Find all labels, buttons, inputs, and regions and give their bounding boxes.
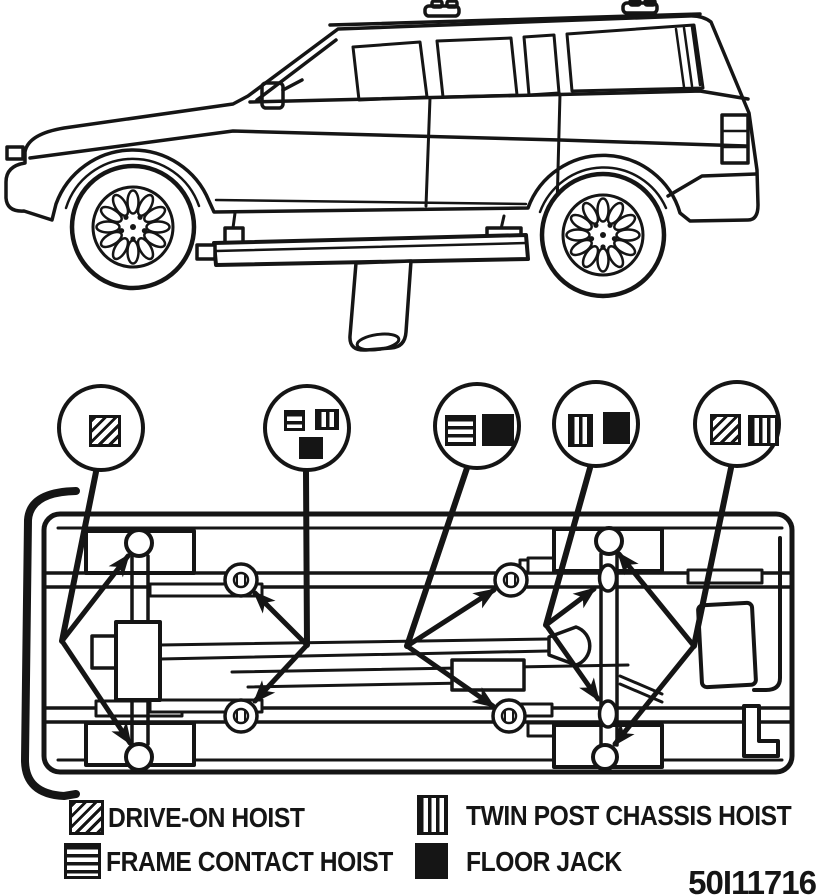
drive-on-hoist-symbol <box>710 414 741 445</box>
callout-mid-frame-points <box>433 382 521 470</box>
frame-contact-hoist-symbol <box>64 843 101 879</box>
lift-point-mid-frame-top <box>493 562 529 598</box>
lift-point-front-frame-top <box>223 562 259 598</box>
quarter-window <box>565 23 705 93</box>
callout-arrow <box>59 553 131 644</box>
frame-contact-hoist-symbol <box>284 410 305 431</box>
legend-label-frame-contact-hoist: FRAME CONTACT HOIST <box>106 846 393 877</box>
rear-door-window <box>435 36 519 99</box>
callout-arrow <box>404 643 496 709</box>
callout-leader <box>543 465 593 628</box>
callout-leader <box>59 469 99 644</box>
callout-leader <box>303 469 310 648</box>
lift-point-front-axle-bottom <box>124 742 154 772</box>
side-mirror <box>260 81 285 110</box>
floor-jack-symbol <box>299 437 323 459</box>
lift-point-rear-axle-top <box>594 526 624 556</box>
lift-point-rear-axle-pad-top <box>597 563 619 593</box>
floor-jack-symbol <box>482 414 514 446</box>
callout-front-frame-points <box>263 384 351 472</box>
roof-rack <box>328 12 702 27</box>
frame-contact-hoist-symbol <box>445 415 476 446</box>
floor-jack-symbol <box>415 843 448 879</box>
front-door-window <box>351 40 429 102</box>
callout-leader <box>691 465 734 649</box>
hoist-post <box>348 259 413 352</box>
callout-arrow <box>616 551 697 649</box>
drive-on-hoist-symbol <box>69 800 104 835</box>
callout-arrow <box>543 622 601 702</box>
lift-point-rear-axle-pad-bottom <box>597 699 619 729</box>
lift-point-front-frame-bottom <box>223 698 259 734</box>
callout-arrow <box>612 643 697 747</box>
rear-wheel <box>539 171 667 299</box>
vehicle-side-view <box>4 0 760 352</box>
fuel-tank <box>696 600 758 690</box>
callout-rear-axle-pads <box>552 380 640 468</box>
twin-post-chassis-hoist-symbol <box>748 415 779 446</box>
legend-label-twin-post-chassis-hoist: TWIN POST CHASSIS HOIST <box>466 800 792 831</box>
twin-post-chassis-hoist-symbol <box>315 409 339 430</box>
twin-post-chassis-hoist-symbol <box>417 795 448 835</box>
headlight <box>5 145 25 161</box>
lift-point-rear-axle-bottom <box>591 743 619 771</box>
taillight <box>720 113 750 165</box>
front-wheel <box>69 163 197 291</box>
twin-post-chassis-hoist-symbol <box>568 414 593 447</box>
callout-front-axle-ends <box>57 384 145 472</box>
callout-rear-axle-ends <box>693 380 781 468</box>
vehicle-body-outline <box>4 14 760 223</box>
drive-on-hoist-symbol <box>89 415 121 447</box>
legend-label-floor-jack: FLOOR JACK <box>466 846 622 877</box>
underbody-view <box>21 487 795 800</box>
callout-arrow <box>59 638 133 746</box>
front-differential <box>114 620 162 702</box>
lift-point-front-axle-top <box>124 528 154 558</box>
callout-leader <box>404 465 470 649</box>
floor-jack-symbol <box>603 412 630 444</box>
lift-point-mid-frame-bottom <box>491 698 527 734</box>
front-bumper-bracket <box>21 487 80 800</box>
legend-label-drive-on-hoist: DRIVE-ON HOIST <box>108 802 305 833</box>
figure-code: 50I11716 <box>688 864 817 896</box>
callout-leaders-and-arrows <box>59 465 734 747</box>
callout-arrow <box>404 587 497 649</box>
